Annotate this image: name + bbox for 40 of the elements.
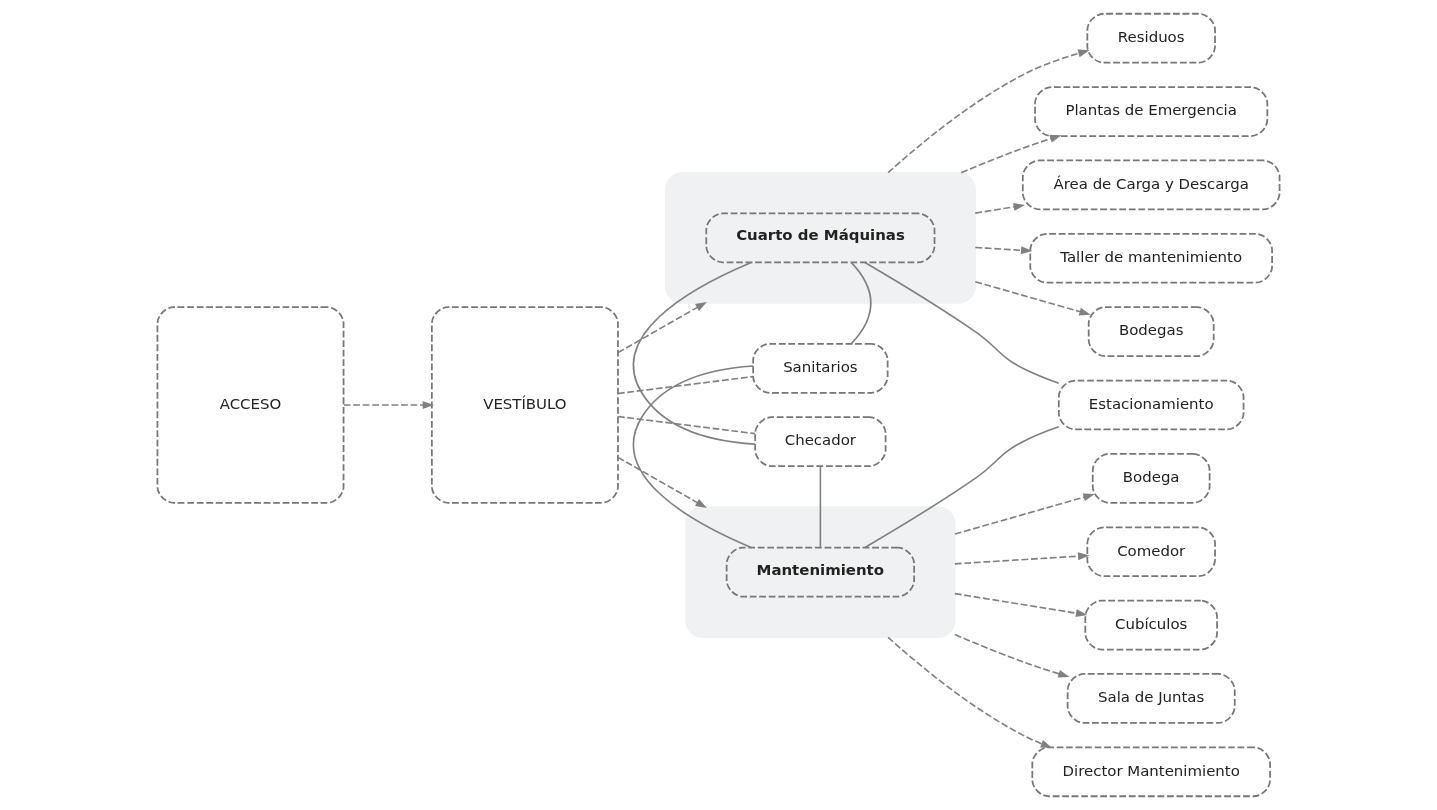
arrow (974, 280, 1091, 316)
node-box: Mantenimiento (725, 546, 915, 598)
connector (819, 465, 822, 548)
node-box: VESTÍBULO (430, 306, 619, 504)
connector (617, 375, 754, 395)
connector (864, 261, 1060, 385)
node-box: Cuarto de Máquinas (705, 212, 936, 264)
arrow (617, 301, 707, 354)
node-box: Comedor (1086, 526, 1216, 578)
connector (632, 261, 756, 445)
node-box: Área de Carga y Descarga (1021, 159, 1281, 211)
node-box: Plantas de Emergencia (1034, 86, 1269, 137)
connector (617, 415, 756, 435)
arrow (887, 49, 1090, 174)
node-box: Director Mantenimiento (1031, 746, 1271, 798)
node-box: Sanitarios (752, 343, 889, 394)
arrow (343, 401, 435, 409)
node-box: Sala de Juntas (1066, 673, 1236, 724)
connector (850, 261, 872, 345)
node-box: Taller de mantenimiento (1029, 232, 1273, 284)
node-box: Bodega (1091, 453, 1211, 504)
cluster (685, 506, 956, 638)
node-box: Bodegas (1087, 306, 1215, 357)
arrow (954, 592, 1088, 618)
arrow (960, 134, 1062, 174)
arrow (974, 246, 1033, 255)
connector (632, 365, 754, 549)
arrow (954, 552, 1090, 565)
node-box: Estacionamiento (1057, 379, 1245, 431)
node-box: ACCESO (156, 306, 345, 504)
node-box: Checador (754, 416, 887, 467)
connector (864, 425, 1060, 549)
arrow (974, 202, 1026, 214)
node-box: Residuos (1086, 12, 1216, 64)
cluster (664, 172, 976, 304)
arrow (954, 493, 1095, 535)
arrow (617, 456, 707, 509)
arrow (887, 636, 1053, 748)
arrow (954, 633, 1070, 678)
node-box: Cubículos (1084, 599, 1218, 651)
